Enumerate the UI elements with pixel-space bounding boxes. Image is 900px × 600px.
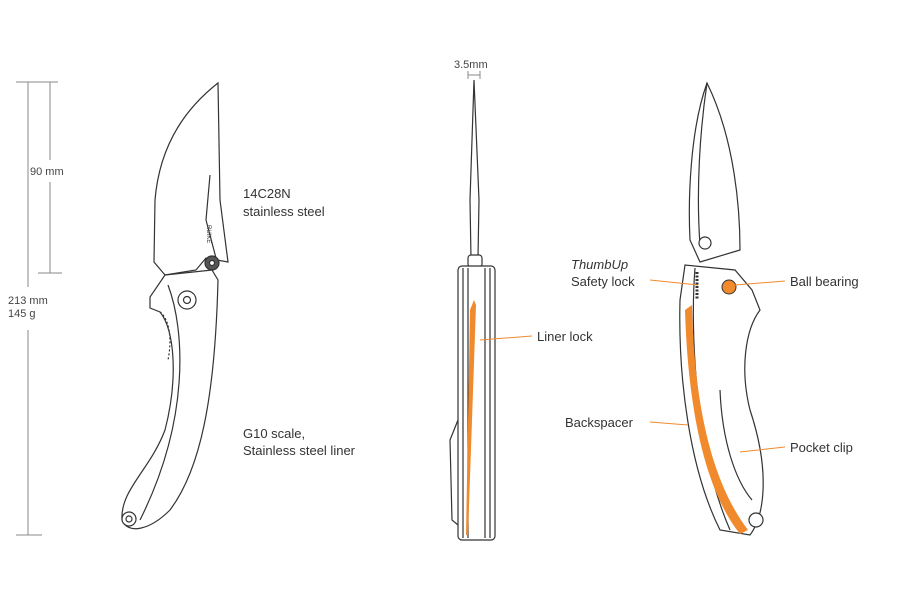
- thumbup-label: ThumbUp: [571, 257, 629, 272]
- liner-material-label: Stainless steel liner: [243, 443, 355, 458]
- dimension-lines: [16, 71, 481, 536]
- leader-lines: [479, 279, 786, 453]
- pocket-clip-label: Pocket clip: [790, 440, 853, 455]
- ruike-logo: RUIKE: [205, 225, 211, 243]
- ball-bearing-pivot: [721, 279, 737, 295]
- blade-length-label: 90 mm: [30, 166, 64, 178]
- safety-lock-label: Safety lock: [571, 274, 635, 289]
- backspacer-label: Backspacer: [565, 415, 633, 430]
- blade-steel-sub-label: stainless steel: [243, 204, 325, 219]
- overall-length-label: 213 mm: [8, 295, 48, 307]
- weight-label: 145 g: [8, 308, 36, 320]
- liner-stripe: [466, 300, 476, 535]
- knife-side-view: [121, 81, 229, 530]
- liner-lock-label: Liner lock: [537, 329, 593, 344]
- handle-material-label: G10 scale,: [243, 426, 306, 441]
- ball-bearing-label: Ball bearing: [790, 274, 859, 289]
- backspacer-stripe: [685, 305, 748, 534]
- thickness-label: 3.5mm: [454, 59, 488, 71]
- blade-steel-label: 14C28N: [243, 186, 291, 201]
- knife-back-view: [679, 81, 764, 536]
